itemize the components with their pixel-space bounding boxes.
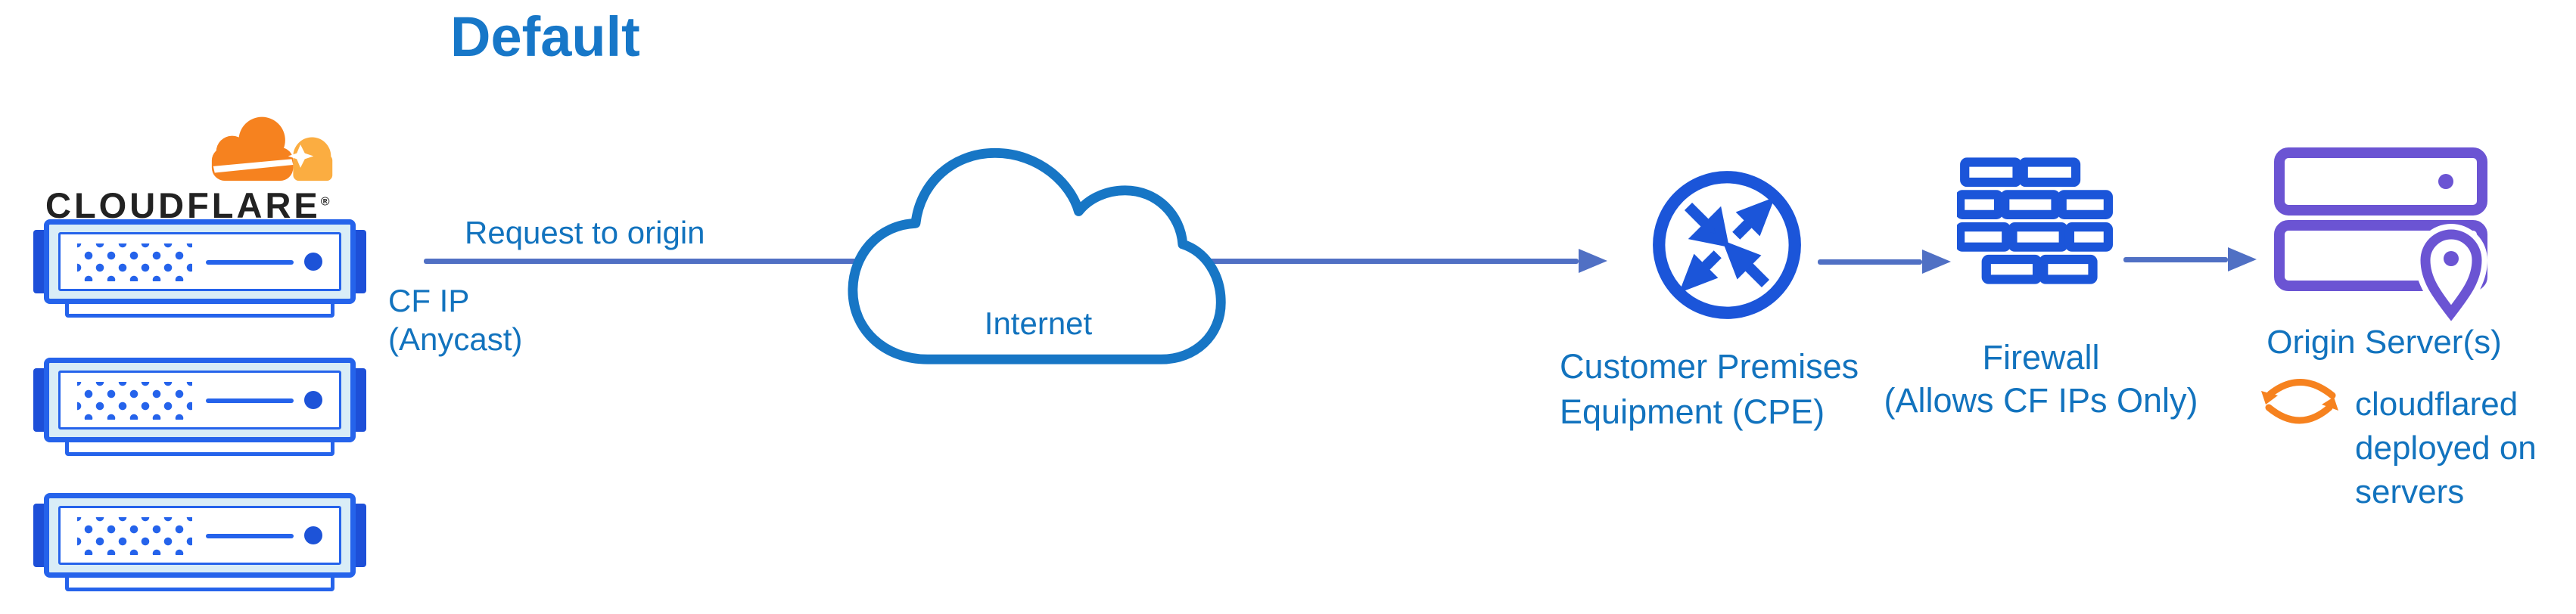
firewall-icon bbox=[1957, 157, 2113, 284]
cf-ip-anycast-label: CF IP (Anycast) bbox=[388, 281, 522, 358]
firewall-label: Firewall (Allows CF IPs Only) bbox=[1852, 336, 2230, 422]
server-body bbox=[44, 219, 356, 304]
cloudflared-note-line: servers bbox=[2355, 473, 2465, 511]
edge-server-icon bbox=[33, 493, 366, 591]
origin-servers-icon bbox=[2274, 147, 2488, 327]
internet-cloud-icon bbox=[848, 147, 1226, 364]
cloudflare-logo-cloud-icon bbox=[211, 116, 333, 181]
cloudflared-note-line: cloudflared bbox=[2355, 386, 2518, 423]
page-title: Default bbox=[450, 5, 640, 68]
server-panel bbox=[58, 371, 341, 429]
server-slot-line bbox=[206, 398, 294, 403]
server-led bbox=[304, 526, 322, 544]
server-vent-dots bbox=[77, 382, 192, 420]
cloudflared-note: cloudflared deployed on servers bbox=[2355, 383, 2537, 514]
cpe-label-line: Customer Premises bbox=[1560, 347, 1859, 386]
cf-ip-line: (Anycast) bbox=[388, 321, 523, 358]
server-body bbox=[44, 493, 356, 578]
internet-label: Internet bbox=[984, 305, 1093, 341]
server-vent-dots bbox=[77, 517, 192, 555]
server-vent-dots bbox=[77, 243, 192, 281]
edge-server-icon bbox=[33, 219, 366, 318]
server-led bbox=[304, 253, 322, 271]
cpe-to-firewall-arrow-head bbox=[1922, 250, 1951, 274]
cpe-to-firewall-arrow-line bbox=[1818, 259, 1922, 265]
firewall-label-line: Firewall bbox=[1982, 338, 2100, 377]
registered-trademark-mark: ® bbox=[320, 195, 330, 209]
cloudflare-wordmark-text: CLOUDFLARE bbox=[45, 185, 321, 225]
server-slot-line bbox=[206, 534, 294, 538]
edge-server-icon bbox=[33, 358, 366, 456]
origin-servers-label: Origin Server(s) bbox=[2266, 324, 2502, 361]
sync-arrows-icon bbox=[2261, 379, 2338, 424]
location-pin-icon bbox=[2414, 224, 2488, 327]
cpe-label: Customer Premises Equipment (CPE) bbox=[1560, 344, 1859, 435]
cpe-router-icon bbox=[1653, 171, 1801, 319]
server-panel bbox=[58, 506, 341, 565]
request-to-origin-label: Request to origin bbox=[465, 215, 705, 250]
server-led bbox=[304, 391, 322, 409]
server-panel bbox=[58, 232, 341, 291]
server-body bbox=[44, 358, 356, 442]
cpe-label-line: Equipment (CPE) bbox=[1560, 392, 1825, 431]
server-slot-line bbox=[206, 260, 294, 265]
request-arrow-head bbox=[1579, 249, 1607, 273]
cloudflared-note-line: deployed on bbox=[2355, 429, 2537, 467]
firewall-label-line: (Allows CF IPs Only) bbox=[1884, 381, 2198, 420]
firewall-to-origin-arrow-head bbox=[2228, 247, 2257, 271]
cloudflare-wordmark: CLOUDFLARE® bbox=[45, 185, 330, 226]
firewall-to-origin-arrow-line bbox=[2123, 257, 2228, 262]
cf-ip-line: CF IP bbox=[388, 283, 470, 318]
